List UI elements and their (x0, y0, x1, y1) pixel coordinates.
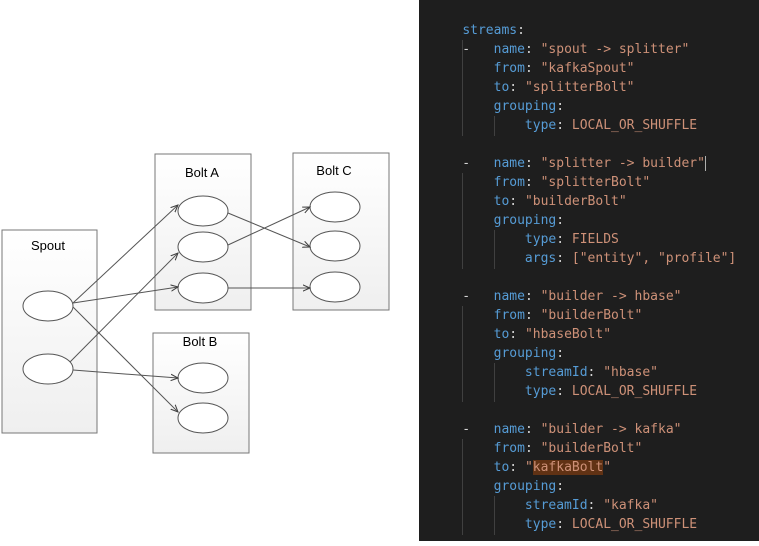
code-line: from: "builderBolt" (493, 308, 643, 323)
code-line: type: LOCAL_OR_SHUFFLE (524, 118, 698, 133)
code-line: to: "builderBolt" (493, 194, 627, 209)
code-line: to: "kafkaBolt" (493, 460, 612, 475)
stream-3-name: "builder -> hbase" (540, 289, 682, 304)
stream-4-to-highlight: kafkaBolt (532, 460, 604, 475)
bolt-a-task-2 (177, 231, 229, 263)
code-line: type: LOCAL_OR_SHUFFLE (524, 517, 698, 532)
code-line: to: "hbaseBolt" (493, 327, 612, 342)
stream-2-to: "builderBolt" (524, 194, 627, 209)
yaml-editor[interactable]: streams: - name: "spout -> splitter" fro… (419, 0, 759, 541)
spout-box (1, 229, 98, 434)
code-line: streamId: "kafka" (524, 498, 658, 513)
edge-a2-c1 (227, 207, 310, 246)
stream-2-type: FIELDS (571, 232, 619, 247)
root-key: streams (462, 23, 518, 38)
code-line: - name: "spout -> splitter" (431, 42, 690, 57)
code-line: - name: "builder -> kafka" (431, 422, 682, 437)
indent-guide (494, 363, 495, 402)
bolt-b-task-1 (177, 362, 229, 394)
bolt-c-label: Bolt C (316, 163, 351, 178)
stream-4-streamid: "kafka" (603, 498, 658, 513)
bolt-c-task-3 (309, 271, 361, 303)
indent-guide (494, 116, 495, 136)
indent-guide (462, 173, 463, 269)
spout-task-2 (22, 353, 74, 385)
code-line: grouping: (493, 99, 565, 114)
stream-4-from: "builderBolt" (540, 441, 643, 456)
edge-spout2-a2 (69, 253, 178, 363)
code-line: streamId: "hbase" (524, 365, 658, 380)
bolt-b-task-2 (177, 402, 229, 434)
stream-3-from: "builderBolt" (540, 308, 643, 323)
indent-guide (462, 439, 463, 535)
edge-a1-c2 (227, 212, 310, 247)
spout-task-1 (22, 290, 74, 322)
stream-2-args: ["entity", "profile"] (571, 251, 737, 266)
indent-guide (462, 306, 463, 402)
stream-3-type: LOCAL_OR_SHUFFLE (571, 384, 698, 399)
code-line: grouping: (493, 346, 565, 361)
stream-3-streamid: "hbase" (603, 365, 658, 380)
stream-1-to: "splitterBolt" (524, 80, 635, 95)
indent-guide (494, 496, 495, 535)
bolt-a-task-1 (177, 195, 229, 227)
code-line: grouping: (493, 479, 565, 494)
code-line: grouping: (493, 213, 565, 228)
bolt-a-label: Bolt A (185, 165, 219, 180)
topology-svg: Spout Bolt A Bolt B Bolt C (1, 152, 390, 454)
code-line: type: FIELDS (524, 232, 619, 247)
edge-spout1-a3 (72, 287, 178, 304)
code-line: type: LOCAL_OR_SHUFFLE (524, 384, 698, 399)
code-line: to: "splitterBolt" (493, 80, 635, 95)
indent-guide (462, 40, 463, 136)
bolt-a-task-3 (177, 272, 229, 304)
edge-spout2-b1 (72, 369, 178, 378)
stream-2-name: "splitter -> builder" (540, 156, 705, 171)
spout-label: Spout (31, 238, 65, 253)
code-line: from: "builderBolt" (493, 441, 643, 456)
bolt-b-label: Bolt B (183, 334, 218, 349)
stream-4-name: "builder -> kafka" (540, 422, 682, 437)
stream-3-to: "hbaseBolt" (524, 327, 612, 342)
code-line: from: "splitterBolt" (493, 175, 651, 190)
code-line: - name: "builder -> hbase" (431, 289, 682, 304)
bolt-c-task-1 (309, 191, 361, 223)
topology-diagram: Spout Bolt A Bolt B Bolt C (1, 152, 390, 454)
indent-guide (494, 230, 495, 269)
edge-spout1-a1 (72, 205, 178, 304)
stream-4-type: LOCAL_OR_SHUFFLE (571, 517, 698, 532)
stream-1-from: "kafkaSpout" (540, 61, 635, 76)
code-line: from: "kafkaSpout" (493, 61, 635, 76)
code-line: args: ["entity", "profile"] (524, 251, 737, 266)
edge-spout1-b2 (72, 306, 178, 412)
stream-1-name: "spout -> splitter" (540, 42, 690, 57)
code-line: - name: "splitter -> builder" (431, 156, 706, 171)
text-cursor (704, 156, 706, 171)
code-line: streams: (462, 23, 525, 38)
bolt-c-task-2 (309, 230, 361, 262)
stream-1-type: LOCAL_OR_SHUFFLE (571, 118, 698, 133)
stream-2-from: "splitterBolt" (540, 175, 651, 190)
